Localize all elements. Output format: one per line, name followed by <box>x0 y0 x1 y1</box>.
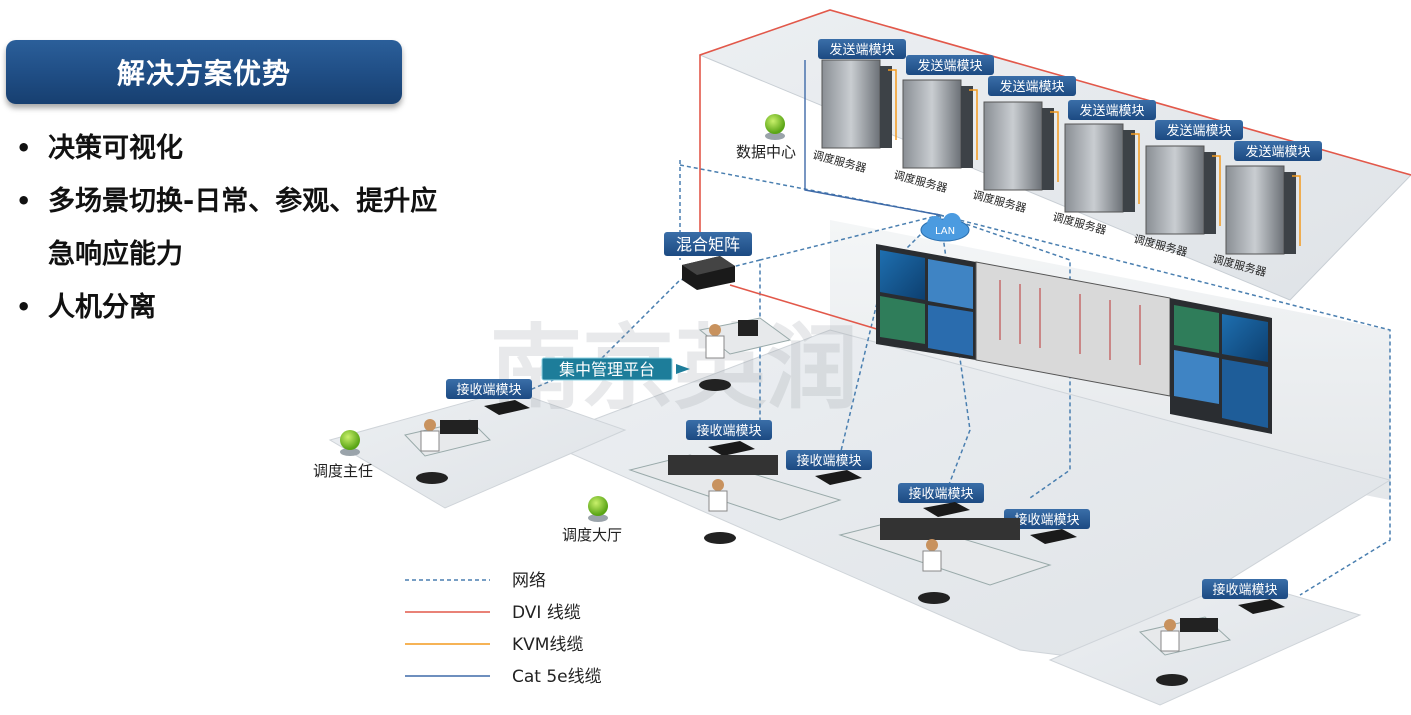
director-label: 调度主任 <box>313 462 373 480</box>
svg-text:发送端模块: 发送端模块 <box>917 58 982 74</box>
svg-text:混合矩阵: 混合矩阵 <box>676 235 740 254</box>
director-floor <box>328 389 627 509</box>
mgmt-platform-label: 集中管理平台 <box>541 357 690 381</box>
bullet-text: 多场景切换-日常、参观、提升应急响应能力 <box>48 186 438 270</box>
dvi-lines <box>699 9 1411 331</box>
hall-desk-1 <box>628 454 842 544</box>
bullet-dot-icon: • <box>16 293 32 321</box>
director-pin-icon <box>340 430 360 456</box>
svg-text:发送端模块: 发送端模块 <box>1166 123 1231 139</box>
legend-item-kvm: KVM线缆 <box>405 635 583 655</box>
server-label: 调度服务器 <box>811 147 868 175</box>
svg-text:发送端模块: 发送端模块 <box>999 79 1064 95</box>
sender-module-label: 发送端模块 <box>818 39 906 59</box>
hall-pin-icon <box>588 496 608 522</box>
hall-label: 调度大厅 <box>562 526 622 544</box>
datacenter-pin-icon <box>765 114 785 140</box>
svg-text:发送端模块: 发送端模块 <box>1079 103 1144 119</box>
receiver-modules: 接收端模块 接收端模块 接收端模块 接收端模块 接收端模块 接收端模块 <box>446 379 1288 614</box>
remote-desk <box>1138 616 1232 686</box>
receiver-module: 接收端模块 <box>1004 509 1090 544</box>
section-title-box: 解决方案优势 <box>6 40 402 104</box>
svg-text:网络: 网络 <box>512 571 546 591</box>
server-rack <box>1225 165 1301 255</box>
matrix-device-icon <box>682 256 735 290</box>
legend: 网络 DVI 线缆 KVM线缆 Cat 5e线缆 <box>405 571 602 687</box>
svg-text:DVI 线缆: DVI 线缆 <box>512 603 581 623</box>
svg-text:Cat 5e线缆: Cat 5e线缆 <box>512 667 602 687</box>
sender-module-label: 发送端模块 <box>1234 141 1322 161</box>
bullet-dot-icon: • <box>16 134 32 162</box>
advantage-list: • 决策可视化 • 多场景切换-日常、参观、提升应急响应能力 • 人机分离 <box>14 122 437 334</box>
sender-module-labels: 发送端模块 发送端模块 发送端模块 发送端模块 发送端模块 发送端模块 <box>818 39 1322 161</box>
svg-text:接收端模块: 接收端模块 <box>1014 512 1079 528</box>
svg-text:接收端模块: 接收端模块 <box>1212 582 1277 598</box>
server-racks <box>821 59 1301 255</box>
server-label: 调度服务器 <box>971 187 1028 215</box>
server-rack <box>1064 123 1140 213</box>
server-rack <box>902 79 978 169</box>
matrix-label: 混合矩阵 <box>664 232 752 256</box>
receiver-module: 接收端模块 <box>1202 579 1288 614</box>
bullet-text: 人机分离 <box>48 292 156 323</box>
sender-module-label: 发送端模块 <box>988 76 1076 96</box>
svg-text:接收端模块: 接收端模块 <box>696 423 761 439</box>
legend-item-dvi: DVI 线缆 <box>405 603 581 623</box>
mgmt-desk <box>698 317 792 391</box>
server-rack <box>1145 145 1221 235</box>
sender-module-label: 发送端模块 <box>1068 100 1156 120</box>
bullet-item: • 人机分离 <box>14 281 434 334</box>
sender-module-label: 发送端模块 <box>906 55 994 75</box>
sender-module-label: 发送端模块 <box>1155 120 1243 140</box>
svg-text:发送端模块: 发送端模块 <box>1245 144 1310 160</box>
receiver-module: 接收端模块 <box>686 420 772 456</box>
svg-text:发送端模块: 发送端模块 <box>829 42 894 58</box>
receiver-module: 接收端模块 <box>446 379 532 415</box>
server-label: 调度服务器 <box>892 167 949 195</box>
director-desk <box>404 419 491 484</box>
bullet-text: 决策可视化 <box>48 133 183 164</box>
lan-cloud-icon: LAN <box>920 213 970 242</box>
bullet-dot-icon: • <box>16 187 32 215</box>
hall-desk-2 <box>838 518 1052 604</box>
datacenter-label: 数据中心 <box>736 143 796 161</box>
cat5e-lines <box>804 60 941 216</box>
receiver-module: 接收端模块 <box>898 483 984 517</box>
svg-text:接收端模块: 接收端模块 <box>796 453 861 469</box>
bullet-item: • 多场景切换-日常、参观、提升应急响应能力 <box>14 175 438 281</box>
server-rack <box>821 59 897 149</box>
server-rack <box>983 101 1059 191</box>
video-wall <box>876 244 1272 434</box>
svg-text:接收端模块: 接收端模块 <box>908 486 973 502</box>
bullet-item: • 决策可视化 <box>14 122 434 175</box>
legend-item-network: 网络 <box>405 571 546 591</box>
svg-text:LAN: LAN <box>935 226 955 237</box>
receiver-module: 接收端模块 <box>786 450 872 485</box>
svg-text:KVM线缆: KVM线缆 <box>512 635 583 655</box>
svg-text:集中管理平台: 集中管理平台 <box>559 360 655 379</box>
svg-text:接收端模块: 接收端模块 <box>456 382 521 398</box>
section-title: 解决方案优势 <box>116 57 291 90</box>
legend-item-cat5e: Cat 5e线缆 <box>405 667 602 687</box>
